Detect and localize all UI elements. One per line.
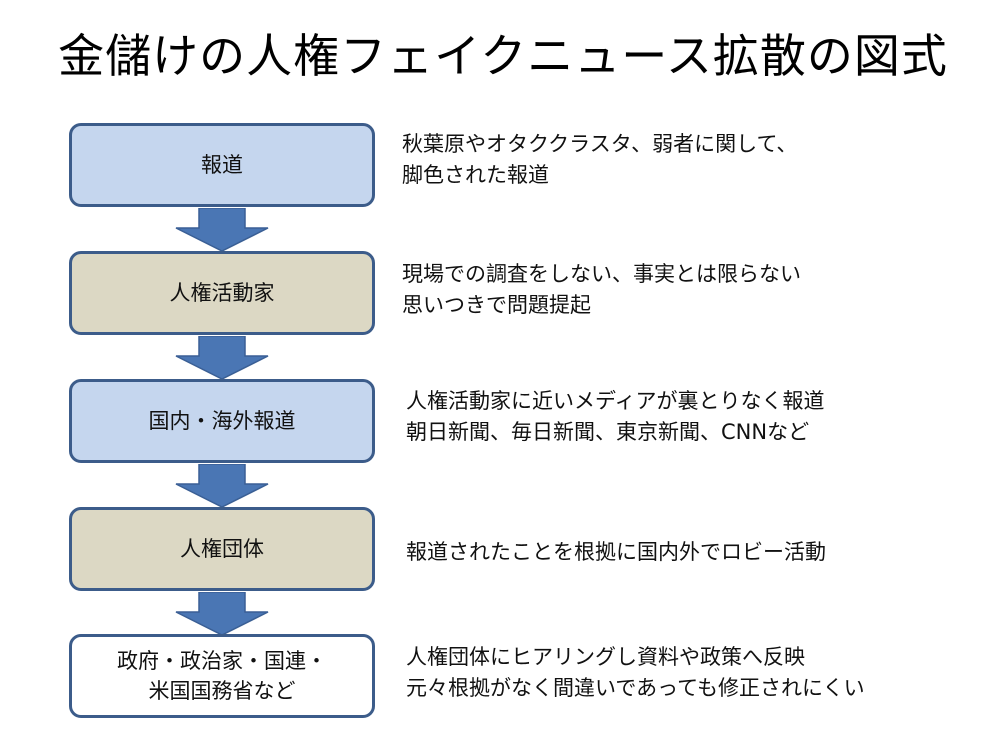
flow-description-news-report: 秋葉原やオタククラスタ、弱者に関して、 脚色された報道 bbox=[402, 129, 992, 191]
description-line: 朝日新聞、毎日新聞、東京新聞、CNNなど bbox=[406, 420, 810, 444]
description-line: 人権団体にヒアリングし資料や政策へ反映 bbox=[406, 645, 805, 669]
description-line: 人権活動家に近いメディアが裏とりなく報道 bbox=[406, 389, 825, 413]
flow-box-label: 報道 bbox=[201, 153, 243, 177]
description-line: 元々根拠がなく間違いであっても修正されにくい bbox=[406, 676, 865, 700]
down-arrow-icon bbox=[175, 336, 269, 380]
flow-description-domestic-foreign-media: 人権活動家に近いメディアが裏とりなく報道 朝日新聞、毎日新聞、東京新聞、CNNな… bbox=[406, 386, 996, 448]
flow-description-government-politicians: 人権団体にヒアリングし資料や政策へ反映 元々根拠がなく間違いであっても修正されに… bbox=[406, 642, 996, 704]
description-line: 秋葉原やオタククラスタ、弱者に関して、 bbox=[402, 132, 798, 156]
diagram-title: 金儲けの人権フェイクニュース拡散の図式 bbox=[58, 29, 948, 83]
flow-box-human-rights-activist: 人権活動家 bbox=[69, 251, 375, 335]
flow-box-label: 国内・海外報道 bbox=[148, 409, 296, 433]
flow-description-human-rights-activist: 現場での調査をしない、事実とは限らない 思いつきで問題提起 bbox=[402, 259, 992, 321]
flow-box-label: 人権活動家 bbox=[169, 281, 275, 305]
flow-box-news-report: 報道 bbox=[69, 123, 375, 207]
flow-box-label: 政府・政治家・国連・ bbox=[117, 649, 327, 673]
description-line: 思いつきで問題提起 bbox=[402, 293, 591, 317]
flow-box-label: 人権団体 bbox=[180, 537, 264, 561]
description-line: 脚色された報道 bbox=[402, 163, 549, 187]
description-line: 報道されたことを根拠に国内外でロビー活動 bbox=[406, 540, 826, 564]
flow-box-domestic-foreign-media: 国内・海外報道 bbox=[69, 379, 375, 463]
flow-box-human-rights-group: 人権団体 bbox=[69, 507, 375, 591]
down-arrow-icon bbox=[175, 592, 269, 636]
flow-box-government-politicians: 政府・政治家・国連・ 米国国務省など bbox=[69, 634, 375, 718]
flow-description-human-rights-group: 報道されたことを根拠に国内外でロビー活動 bbox=[406, 537, 996, 568]
down-arrow-icon bbox=[175, 464, 269, 508]
flow-box-label: 米国国務省など bbox=[148, 679, 296, 703]
description-line: 現場での調査をしない、事実とは限らない bbox=[402, 262, 801, 286]
down-arrow-icon bbox=[175, 208, 269, 252]
